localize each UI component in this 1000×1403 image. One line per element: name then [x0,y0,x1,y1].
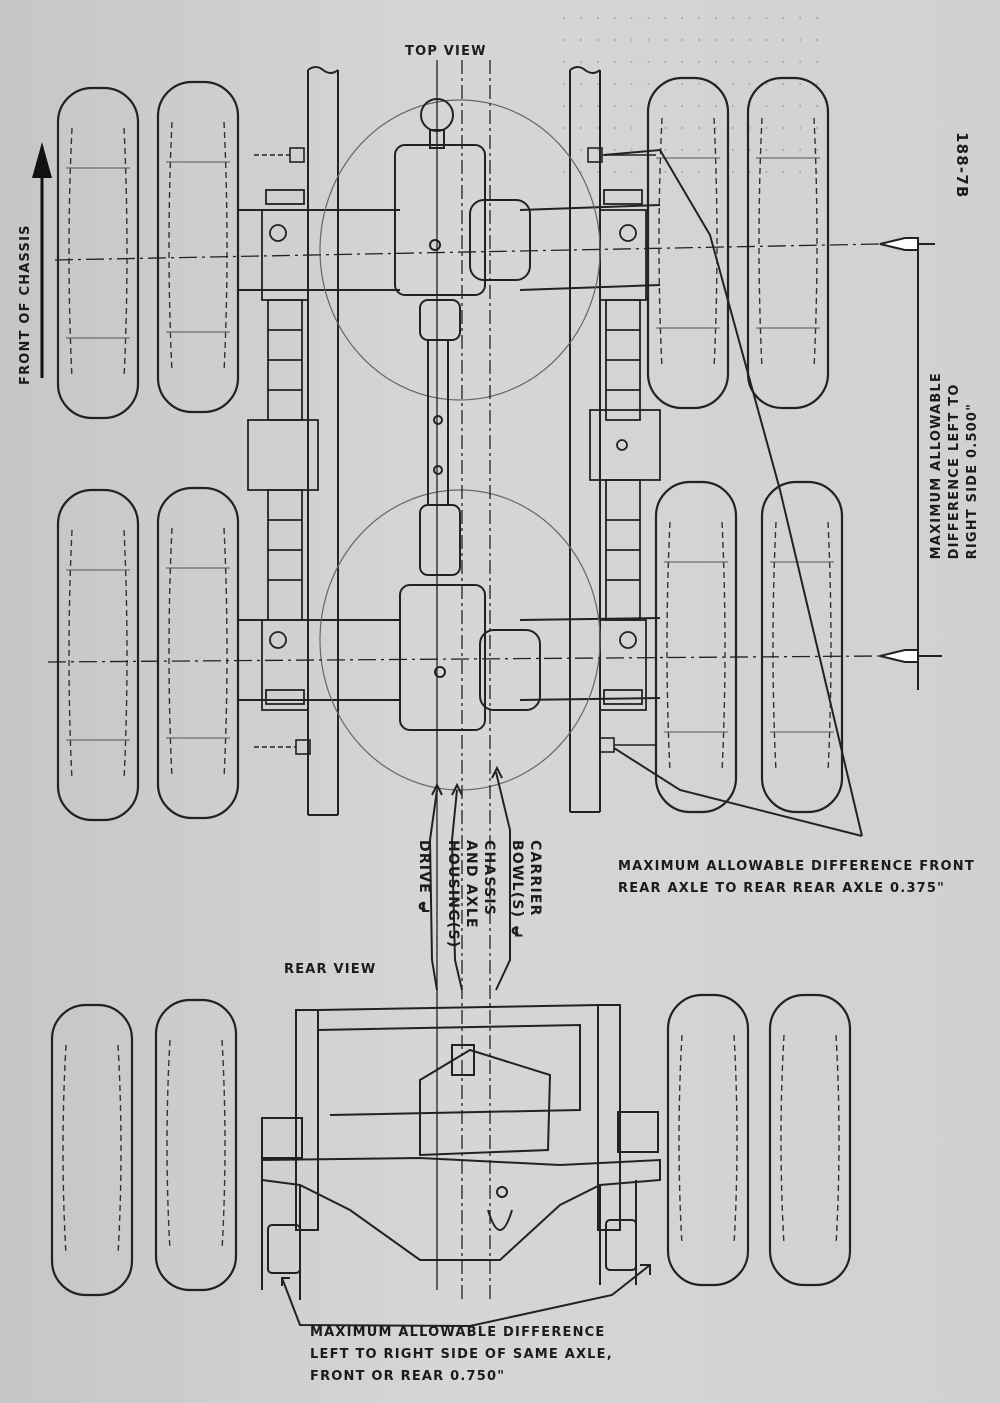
lr-max-difference-note: MAXIMUM ALLOWABLE DIFFERENCE LEFT TO RIG… [928,372,982,559]
front-axle-left-inner-tire [156,80,240,414]
top-view-label: TOP VIEW [405,44,487,59]
front-rear-leader-lines [603,148,863,837]
rear-view-axle-assembly [261,1004,661,1300]
left-measurement-pointers [254,147,311,755]
front-of-chassis-label: FRONT OF CHASSIS [18,224,33,385]
same-axle-note-line1: MAXIMUM ALLOWABLE DIFFERENCE [310,1325,606,1340]
chassis-centerline-line3: HOUSING(S) [445,840,461,949]
axle-centerlines [47,243,881,663]
front-axle-right-inner-tire [646,76,730,410]
bleed-through-text: . . . . . . . . . . . . . . . . . . . . … [560,7,822,177]
vertical-centerlines [436,60,491,1300]
rear-axle-left-outer-tire [56,488,140,822]
front-direction-arrow [32,142,52,378]
rear-axle-right-outer-tire [760,480,844,814]
rear-axle-left-inner-tire [156,486,240,820]
right-frame-rail [569,66,601,813]
same-axle-max-difference-note: MAXIMUM ALLOWABLE DIFFERENCE LEFT TO RIG… [310,1322,613,1388]
same-axle-note-line2: LEFT TO RIGHT SIDE OF SAME AXLE, [310,1347,613,1362]
right-spring-assembly [589,189,661,711]
carrier-centerline-label: CARRIER BOWL(S) ℄ [508,840,544,942]
lr-note-line1: MAXIMUM ALLOWABLE [929,372,944,560]
rear-view-left-outer-tire [50,1003,134,1297]
figure-id: 188-7B [953,132,971,199]
rear-view-right-outer-tire [768,993,852,1287]
front-axle-housing [238,99,661,401]
fr-note-line2: REAR AXLE TO REAR REAR AXLE 0.375" [618,881,946,896]
front-axle-right-outer-tire [746,76,830,410]
chassis-centerline-label: CHASSIS AND AXLE HOUSING(S) [444,840,498,948]
rear-view-label: REAR VIEW [284,962,377,977]
same-axle-leader [281,1264,651,1328]
carrier-centerline-line1: CARRIER [527,840,543,917]
rear-differential-carrier [399,504,541,731]
lr-dimension-line [879,237,942,690]
rear-axle-right-inner-tire [654,480,738,814]
front-rear-max-difference-note: MAXIMUM ALLOWABLE DIFFERENCE FRONT REAR … [618,856,975,900]
driveshaft [427,340,449,505]
fr-note-line1: MAXIMUM ALLOWABLE DIFFERENCE FRONT [618,859,975,874]
drive-centerline-label: DRIVE ℄ [416,840,432,918]
lr-note-line3: RIGHT SIDE 0.500" [965,402,980,560]
centerline-leaders [428,765,511,991]
same-axle-note-line3: FRONT OR REAR 0.750" [310,1369,506,1384]
chassis-centerline-line2: AND AXLE [463,840,479,929]
lr-note-line2: DIFFERENCE LEFT TO [947,383,962,560]
carrier-centerline-line2: BOWL(S) ℄ [509,840,525,942]
chassis-centerline-line1: CHASSIS [481,840,497,917]
front-axle-left-outer-tire [56,86,140,420]
rear-view-right-inner-tire [666,993,750,1287]
rear-view-left-inner-tire [154,998,238,1292]
